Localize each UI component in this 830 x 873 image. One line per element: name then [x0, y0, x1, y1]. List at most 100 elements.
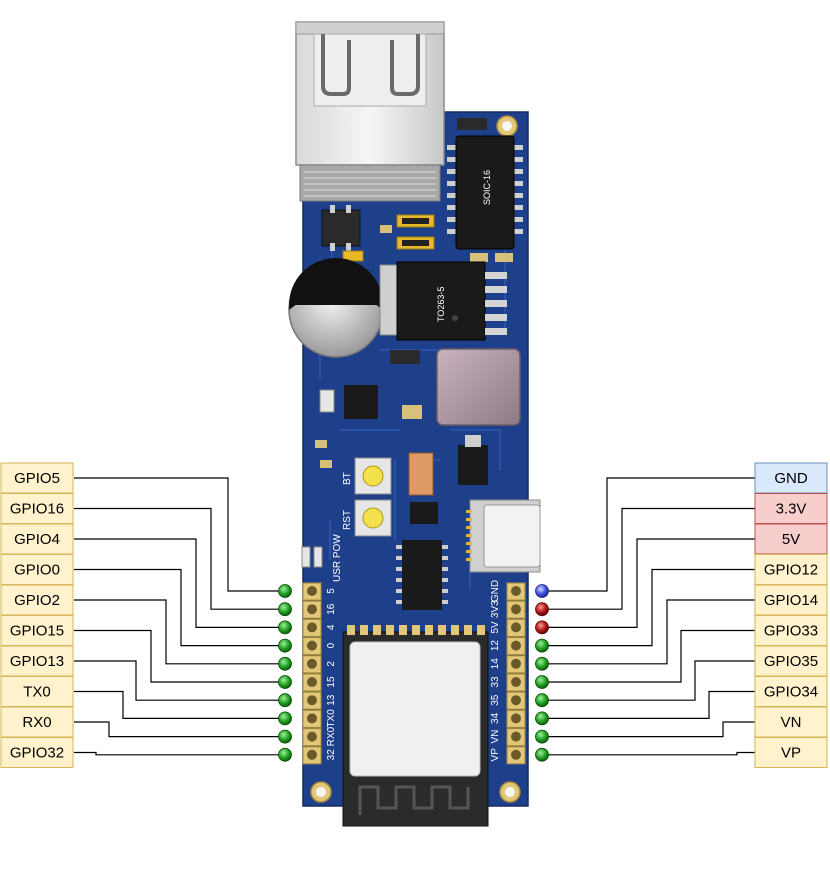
header-hole — [511, 695, 521, 706]
smd-components — [315, 118, 513, 524]
left-pin-dot — [278, 584, 292, 598]
right-pin-dot — [535, 675, 549, 689]
header-hole — [307, 713, 317, 724]
left-pin-label: GPIO5 — [14, 470, 60, 487]
button-rst-label: RST — [342, 510, 353, 530]
left-pin-dot — [278, 656, 292, 671]
left-pin-box — [0, 615, 74, 646]
right-leader-line — [542, 477, 755, 592]
right-pin-label: VN — [781, 714, 802, 731]
left-pin-dot — [278, 693, 292, 708]
button-bt[interactable] — [354, 457, 392, 495]
left-pin-box — [0, 737, 74, 768]
right-silk-label: GND — [490, 580, 501, 602]
left-silk-label: RX0 — [326, 726, 337, 746]
left-silk-label: 2 — [326, 661, 337, 667]
right-pin-box — [754, 462, 828, 494]
left-pin-dot — [278, 711, 292, 726]
left-pin-dot — [278, 675, 292, 689]
header-hole — [307, 677, 317, 687]
right-leader-line — [542, 599, 755, 665]
to263-regulator: TO263-5 — [379, 261, 507, 341]
regulator-label: TO263-5 — [436, 287, 446, 322]
right-pin-dot — [535, 584, 549, 598]
right-pin-box — [754, 737, 828, 768]
right-silk-label: 5V — [490, 621, 501, 634]
button-rst[interactable] — [354, 499, 392, 537]
right-leader-line — [542, 751, 755, 756]
left-leader-line — [74, 751, 285, 756]
right-leader-line — [542, 507, 755, 610]
header-hole — [307, 586, 317, 596]
right-leader-line — [542, 660, 755, 701]
rj45-connector — [295, 21, 445, 202]
left-pin-label: GPIO2 — [14, 592, 60, 609]
mounting-holes — [310, 115, 521, 803]
left-leader-line — [74, 507, 285, 610]
left-silk-label: 0 — [326, 642, 337, 648]
left-leader-line — [74, 690, 285, 719]
soic16-label: SOIC-16 — [482, 170, 492, 205]
right-pin-box — [754, 523, 828, 555]
right-pin-box — [754, 493, 828, 524]
header-hole — [511, 604, 521, 615]
left-pin-labels: GPIO5GPIO16GPIO4GPIO0GPIO2GPIO15GPIO13TX… — [0, 462, 292, 768]
header-hole — [511, 749, 521, 760]
left-pin-box — [0, 584, 74, 616]
header-hole — [511, 586, 521, 596]
right-leader-line — [542, 538, 755, 628]
header-hole — [511, 713, 521, 724]
esp32-module — [342, 625, 489, 827]
left-leader-line — [74, 599, 285, 665]
left-pin-box — [0, 554, 74, 585]
left-leader-line — [74, 629, 285, 683]
left-silk-label: 4 — [326, 624, 337, 630]
inductor — [436, 348, 521, 426]
left-pin-label: GPIO16 — [10, 501, 64, 518]
left-leader-line — [74, 660, 285, 701]
right-leader-line — [542, 721, 755, 738]
right-leader-line — [542, 629, 755, 683]
left-pin-label: GPIO32 — [10, 745, 64, 762]
right-silk-label: VP — [490, 748, 501, 762]
usb-c-connector — [466, 499, 541, 573]
left-leader-line — [74, 568, 285, 647]
left-leader-line — [74, 721, 285, 738]
left-pin-label: GPIO13 — [10, 653, 64, 670]
right-pin-dot — [535, 729, 549, 744]
button-bt-label: BT — [342, 472, 353, 485]
right-silk-label: VN — [490, 730, 501, 744]
right-pin-label: GND — [774, 470, 808, 487]
right-leader-line — [542, 690, 755, 719]
header-hole — [307, 731, 317, 742]
right-pin-label: GPIO33 — [764, 623, 818, 640]
left-pin-box — [0, 706, 74, 738]
right-pin-label: GPIO14 — [764, 592, 818, 609]
left-silk-label: 15 — [326, 676, 337, 688]
header-hole — [307, 695, 317, 706]
right-pin-label: GPIO34 — [764, 684, 818, 701]
left-pin-label: GPIO0 — [14, 562, 60, 579]
right-pin-dot — [535, 747, 549, 762]
header-hole — [307, 622, 317, 633]
right-pin-box — [754, 554, 828, 585]
right-pin-dot — [535, 602, 549, 617]
right-pin-dot — [535, 656, 549, 671]
small-ic — [396, 540, 448, 610]
right-pin-dot — [535, 711, 549, 726]
left-silk-label: TX0 — [326, 709, 337, 728]
header-hole — [307, 658, 317, 669]
right-pin-dot — [535, 620, 549, 635]
header-hole — [307, 604, 317, 615]
left-pin-dot — [278, 620, 292, 635]
right-pin-label: 3.3V — [776, 501, 807, 518]
right-silk-label: 3V3 — [490, 600, 501, 618]
left-silk-label: 5 — [326, 588, 337, 594]
header-hole — [511, 658, 521, 669]
header-pads — [302, 582, 526, 765]
left-pin-dot — [278, 747, 292, 762]
left-pin-dot — [278, 602, 292, 617]
left-silk-label: 16 — [326, 603, 337, 615]
left-pin-box — [0, 523, 74, 555]
